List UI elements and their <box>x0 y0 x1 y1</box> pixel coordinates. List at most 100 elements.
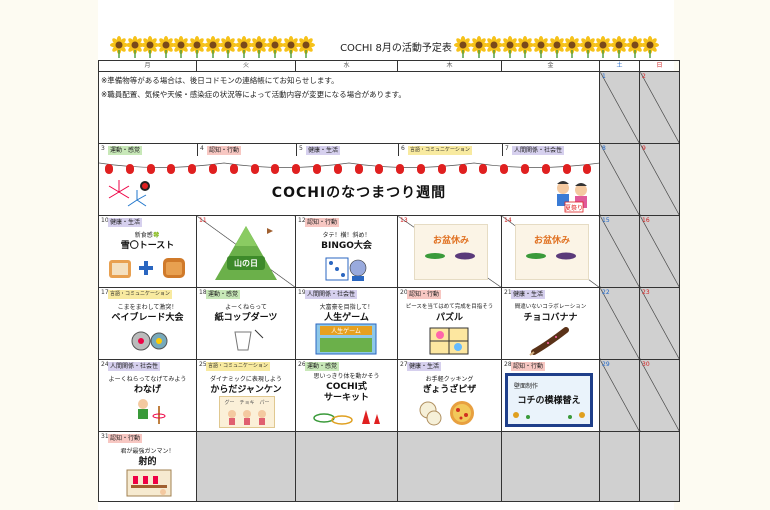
activity-title: 人生ゲーム <box>324 313 369 323</box>
lantern-icon <box>458 164 467 174</box>
weekday-header-row: 月 火 水 木 金 土 日 <box>98 60 680 72</box>
activity-title: 射的 <box>138 457 157 467</box>
day-number: 1 <box>602 73 606 80</box>
day-cell: 24 人間関係・社会性 よーくねらってなげてみよう わなげ <box>98 359 197 432</box>
janken-card-label: グー チョキ パー <box>224 400 270 406</box>
toast-icon <box>109 258 185 278</box>
day-cell: 29 <box>599 359 640 432</box>
activity-title: わなげ <box>133 385 161 395</box>
sunflower-icon <box>110 36 128 58</box>
empty-cell <box>639 431 680 502</box>
category-tag: 人間関係・社会性 <box>108 362 161 371</box>
activity-subtitle: こまをまわして激突！ <box>117 304 178 311</box>
category-tag: 人間関係・社会性 <box>512 146 565 155</box>
day-number: 9 <box>642 145 646 152</box>
day-cell-holiday: 11 山の日 <box>196 215 296 288</box>
day-cell: 19 人間関係・社会性 大富豪を目指して！ 人生ゲーム 人生ゲーム <box>295 287 398 360</box>
day-cell: 20 認知・行動 ピースを当てはめて完成を目指そう パズル <box>397 287 502 360</box>
activity-subtitle: ダイナミックに表現しよう <box>210 376 282 383</box>
day-cell-holiday: 14 お盆休み <box>501 215 600 288</box>
category-tag: 言語・コミュニケーション <box>408 146 472 155</box>
category-tag: 認知・行動 <box>305 218 340 227</box>
notes-text: ※準備物等がある場合は、後日コドモンの連絡帳にてお知らせします。 ※職員配置、気… <box>101 74 406 102</box>
lantern-icon <box>437 164 446 174</box>
activity-subtitle: 大富豪を目指して！ <box>319 304 374 311</box>
day-cell: 30 <box>639 359 680 432</box>
lantern-icon <box>167 164 176 174</box>
week-row-3: 10 健康・生活 新食感🍀 雪〇トースト 11 山の日 <box>98 215 680 288</box>
day-number: 17 <box>101 289 109 296</box>
lantern-icon <box>271 164 280 174</box>
ring-toss-icon <box>138 399 166 424</box>
lantern-icon <box>105 164 113 174</box>
gyoza-pizza-icon <box>419 401 474 426</box>
lantern-icon <box>417 164 425 174</box>
paper-cup-icon <box>234 329 264 351</box>
category-tag: 人間関係・社会性 <box>305 290 358 299</box>
activity-subtitle: タテ！横！斜め！ <box>322 232 371 239</box>
holiday-label: 山の日 <box>234 258 258 268</box>
week-row-5: 24 人間関係・社会性 よーくねらってなげてみよう わなげ 25 言語・コミュニ… <box>98 359 680 432</box>
sunflower-icon <box>532 36 550 58</box>
day-number: 7 <box>505 145 509 152</box>
empty-cell <box>397 431 502 502</box>
sunflower-icon <box>563 36 582 58</box>
sunflower-icon <box>594 36 613 58</box>
activity-title: チョコバナナ <box>523 313 578 323</box>
activity-subtitle: よーくねらって <box>225 304 267 311</box>
sunflower-icon <box>500 36 519 58</box>
mountain-day-icon: 山の日 <box>215 226 277 280</box>
category-tag: 健康・生活 <box>108 218 143 227</box>
day-number: 14 <box>504 217 512 224</box>
weekday-mon: 月 <box>98 60 197 72</box>
weekday-tue: 火 <box>196 60 296 72</box>
day-cell: 15 <box>599 215 640 288</box>
lantern-icon <box>229 164 238 174</box>
lantern-icon <box>479 164 488 174</box>
lantern-icon <box>209 164 217 174</box>
day-number: 19 <box>298 289 306 296</box>
day-number: 12 <box>298 217 306 224</box>
day-number: 16 <box>642 217 650 224</box>
janken-kids-icon <box>228 410 266 425</box>
day-number: 8 <box>602 145 606 152</box>
board-game-icon: 人生ゲーム <box>315 323 377 355</box>
wall-art-decor-icon <box>513 412 585 419</box>
note-line: ※準備物等がある場合は、後日コドモンの連絡帳にてお知らせします。 <box>101 76 339 85</box>
empty-cell <box>599 431 640 502</box>
day-number: 28 <box>504 361 512 368</box>
empty-cell <box>196 431 296 502</box>
sunflower-icon <box>578 36 597 58</box>
day-cell: 16 <box>639 215 680 288</box>
day-number: 13 <box>400 217 408 224</box>
sunflower-icon <box>266 36 284 58</box>
obon-label: お盆休み <box>533 236 570 246</box>
empty-cell <box>295 431 398 502</box>
sunflower-icon <box>297 36 316 58</box>
category-tag: 認知・行動 <box>108 434 143 443</box>
category-tag: 運動・感覚 <box>305 362 340 371</box>
category-tag: 認知・行動 <box>407 290 442 299</box>
shooting-game-icon <box>126 469 172 497</box>
lantern-icon <box>313 164 321 174</box>
fireworks-icon <box>108 180 150 207</box>
lantern-icon <box>500 164 509 174</box>
activity-subtitle: 間違いないコラボレーション <box>514 304 587 310</box>
activity-subtitle: 思いっきり体を動かそう <box>313 373 380 380</box>
calendar-page: COCHI 8月の活動予定表 月 火 水 木 金 土 日 ※準備物等がある場合は… <box>98 0 680 510</box>
day-number: 2 <box>642 73 646 80</box>
activity-title-line2: サーキット <box>323 393 369 403</box>
beyblade-icon <box>131 331 168 351</box>
lantern-icon <box>354 164 363 174</box>
obon-vegetable-icon <box>526 252 576 260</box>
obon-label: お盆休み <box>432 236 469 246</box>
day-cell: 21 健康・生活 間違いないコラボレーション チョコバナナ <box>501 287 600 360</box>
activity-title: コチの模様替え <box>517 396 581 406</box>
bingo-machine-icon <box>325 257 367 281</box>
category-tag: 認知・行動 <box>511 362 546 371</box>
activity-subtitle: ピースを当てはめて完成を目指そう <box>405 304 494 310</box>
week-row-1: ※準備物等がある場合は、後日コドモンの連絡帳にてお知らせします。 ※職員配置、気… <box>98 71 680 144</box>
day-cell-holiday: 13 お盆休み <box>397 215 502 288</box>
sunflower-icon <box>454 36 472 58</box>
